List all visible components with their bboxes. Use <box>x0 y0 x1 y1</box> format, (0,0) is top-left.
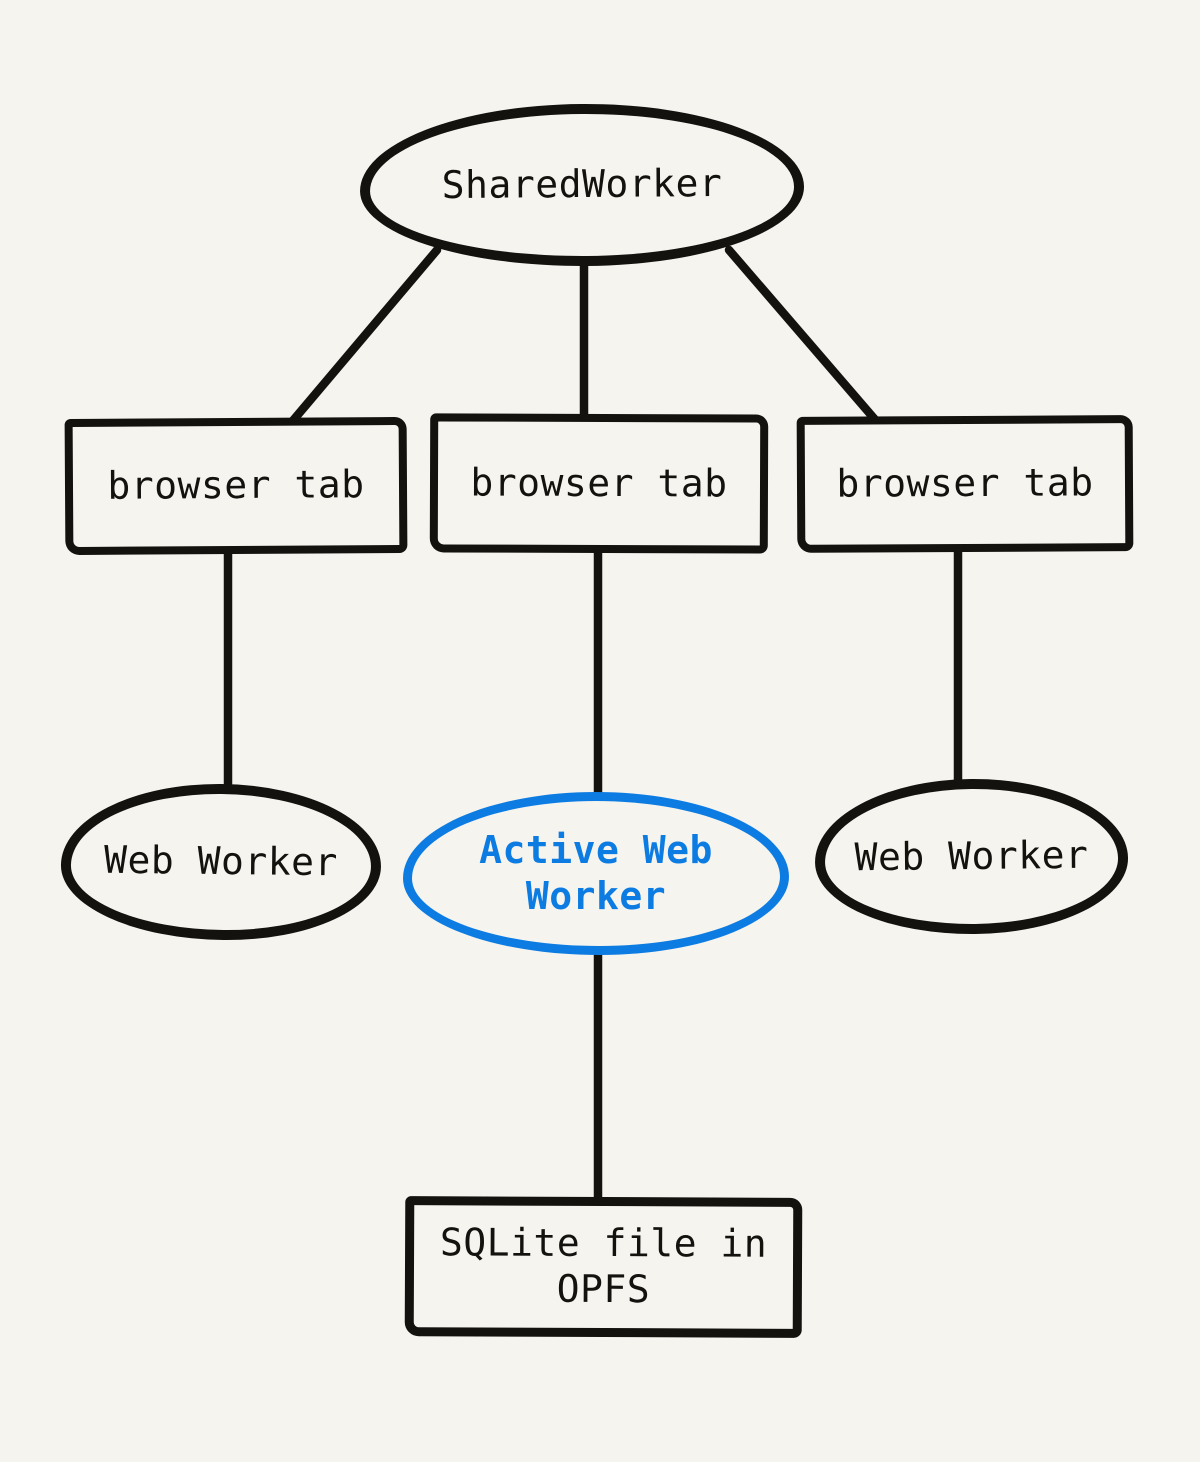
node-browser-tab-2: browser tab <box>429 413 769 554</box>
node-browser-tab-3: browser tab <box>796 415 1134 553</box>
node-sqlite-opfs: SQLite file in OPFS <box>404 1196 803 1338</box>
node-web-worker-right-label: Web Worker <box>854 832 1089 879</box>
node-browser-tab-3-label: browser tab <box>836 460 1094 506</box>
node-browser-tab-1-label: browser tab <box>107 462 365 508</box>
node-active-web-worker: Active Web Worker <box>403 792 789 955</box>
node-browser-tab-2-label: browser tab <box>470 460 728 506</box>
edge-sharedworker-tab3 <box>724 245 889 435</box>
node-browser-tab-1: browser tab <box>64 416 408 556</box>
node-active-web-worker-label: Active Web Worker <box>479 827 713 918</box>
node-web-worker-left-label: Web Worker <box>103 837 339 885</box>
node-sharedworker-label: SharedWorker <box>441 161 723 208</box>
edge-sharedworker-tab1 <box>280 245 442 435</box>
node-sqlite-opfs-label: SQLite file in OPFS <box>439 1220 768 1312</box>
